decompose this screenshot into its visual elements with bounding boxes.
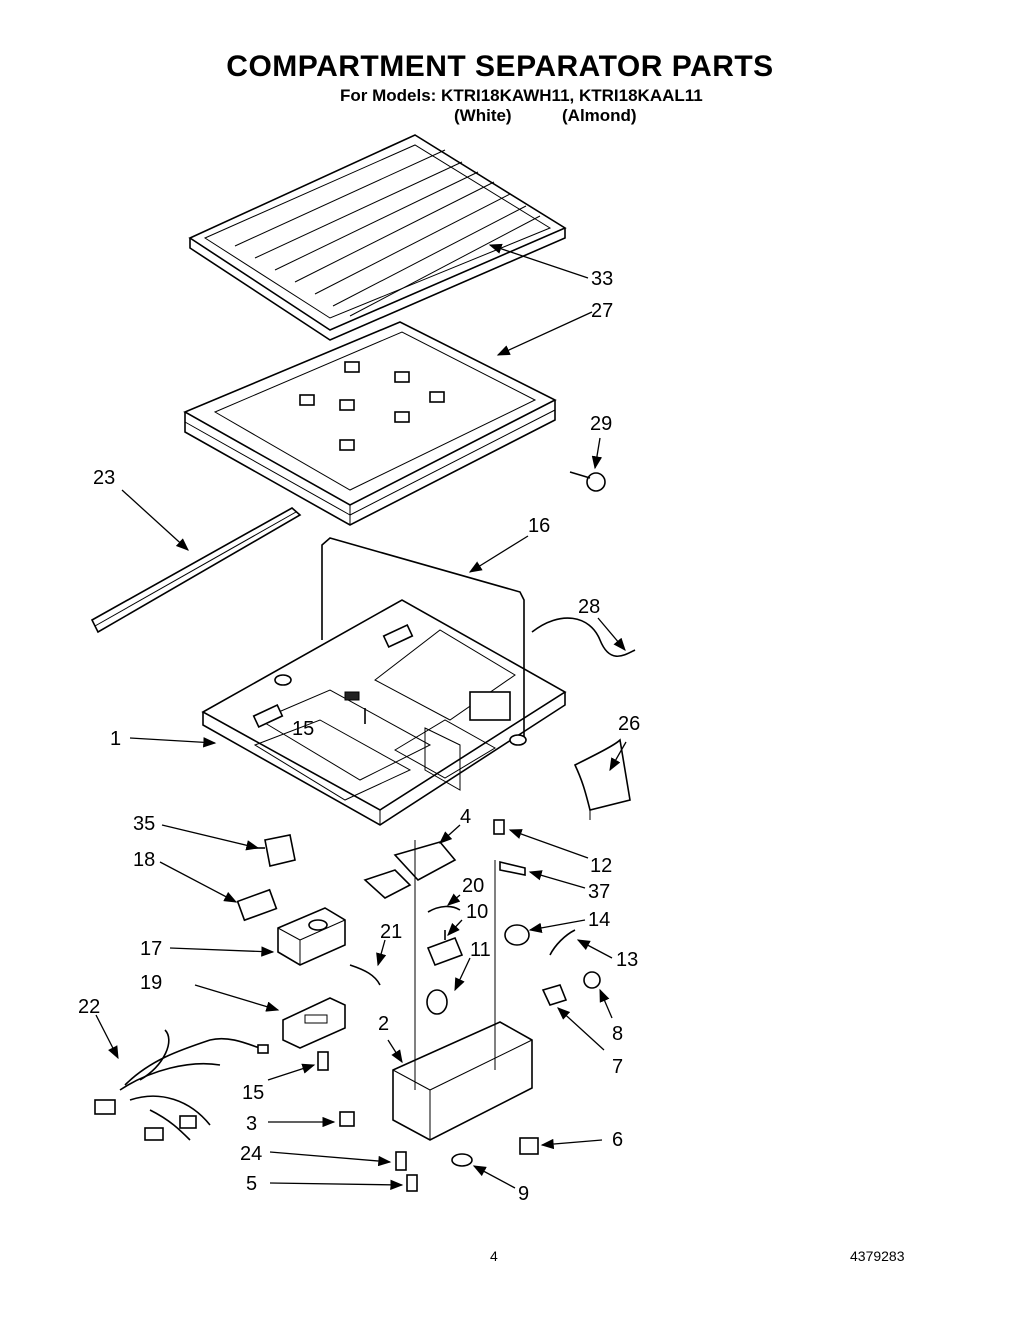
color-white-label: (White) [454, 106, 512, 125]
callout-4: 4 [460, 806, 471, 828]
part-37-tape [499, 860, 526, 876]
color-almond-label: (Almond) [562, 106, 637, 125]
part-12-screw [493, 819, 505, 835]
callout-16: 16 [528, 515, 550, 537]
callout-3: 3 [246, 1113, 257, 1135]
callout-15-upper: 15 [292, 718, 314, 740]
part-6-clip [519, 1137, 539, 1155]
callout-8: 8 [612, 1023, 623, 1045]
callout-1: 1 [110, 728, 121, 750]
callout-22: 22 [78, 996, 100, 1018]
part-17-housing [277, 907, 346, 966]
part-9-nut [451, 1153, 473, 1167]
part-15-screw-lower [317, 1051, 329, 1071]
part-22-harness [94, 1029, 269, 1141]
part-2-bracket [392, 840, 533, 1141]
callout-11: 11 [470, 939, 491, 961]
callout-13: 13 [616, 949, 638, 971]
part-18-clip [236, 888, 278, 922]
callout-19: 19 [140, 972, 162, 994]
callout-17: 17 [140, 938, 162, 960]
part-15-screw-upper [344, 691, 366, 724]
part-21-tube [349, 964, 381, 986]
part-29-clip [569, 471, 606, 492]
callout-5: 5 [246, 1173, 257, 1195]
part-1-separator-pan [201, 599, 567, 826]
part-27-frame [183, 321, 557, 526]
part-16-wire [321, 537, 525, 740]
callout-29: 29 [590, 413, 612, 435]
models-line: For Models: KTRI18KAWH11, KTRI18KAAL11 [340, 86, 703, 105]
callout-12: 12 [590, 855, 612, 877]
callout-35: 35 [133, 813, 155, 835]
part-23-strip [90, 507, 302, 634]
part-26-cover [573, 738, 631, 820]
part-8-clip [583, 971, 601, 989]
page-number: 4 [490, 1248, 498, 1264]
part-20-tube [427, 905, 461, 913]
callout-24: 24 [240, 1143, 262, 1165]
document-number: 4379283 [850, 1248, 905, 1264]
leader-lines [95, 243, 627, 1191]
callout-21: 21 [380, 921, 402, 943]
part-13-tube [549, 929, 576, 956]
callout-20: 20 [462, 875, 484, 897]
part-10-thermostat [426, 930, 464, 967]
part-35-bracket [250, 834, 296, 867]
part-19-housing [282, 997, 346, 1049]
callout-33: 33 [591, 268, 613, 290]
part-14-knob [504, 924, 530, 946]
callout-37: 37 [588, 881, 610, 903]
callout-2: 2 [378, 1013, 389, 1035]
callout-23: 23 [93, 467, 115, 489]
callout-6: 6 [612, 1129, 623, 1151]
part-4-control [363, 841, 457, 899]
callout-15-lower: 15 [242, 1082, 264, 1104]
callout-27: 27 [591, 300, 613, 322]
part-33-shelf [188, 134, 567, 341]
callout-10: 10 [466, 901, 488, 923]
part-24-screw [395, 1151, 407, 1171]
page-title: COMPARTMENT SEPARATOR PARTS [226, 50, 774, 83]
callout-18: 18 [133, 849, 155, 871]
callout-14: 14 [588, 909, 610, 931]
part-7-clip [541, 984, 568, 1006]
part-28-lead [531, 617, 636, 658]
callout-28: 28 [578, 596, 600, 618]
callout-9: 9 [518, 1183, 529, 1205]
part-5-screw [406, 1174, 418, 1192]
part-11-knob [426, 989, 448, 1015]
callout-26: 26 [618, 713, 640, 735]
callout-7: 7 [612, 1056, 623, 1078]
part-3-clip [339, 1111, 355, 1127]
